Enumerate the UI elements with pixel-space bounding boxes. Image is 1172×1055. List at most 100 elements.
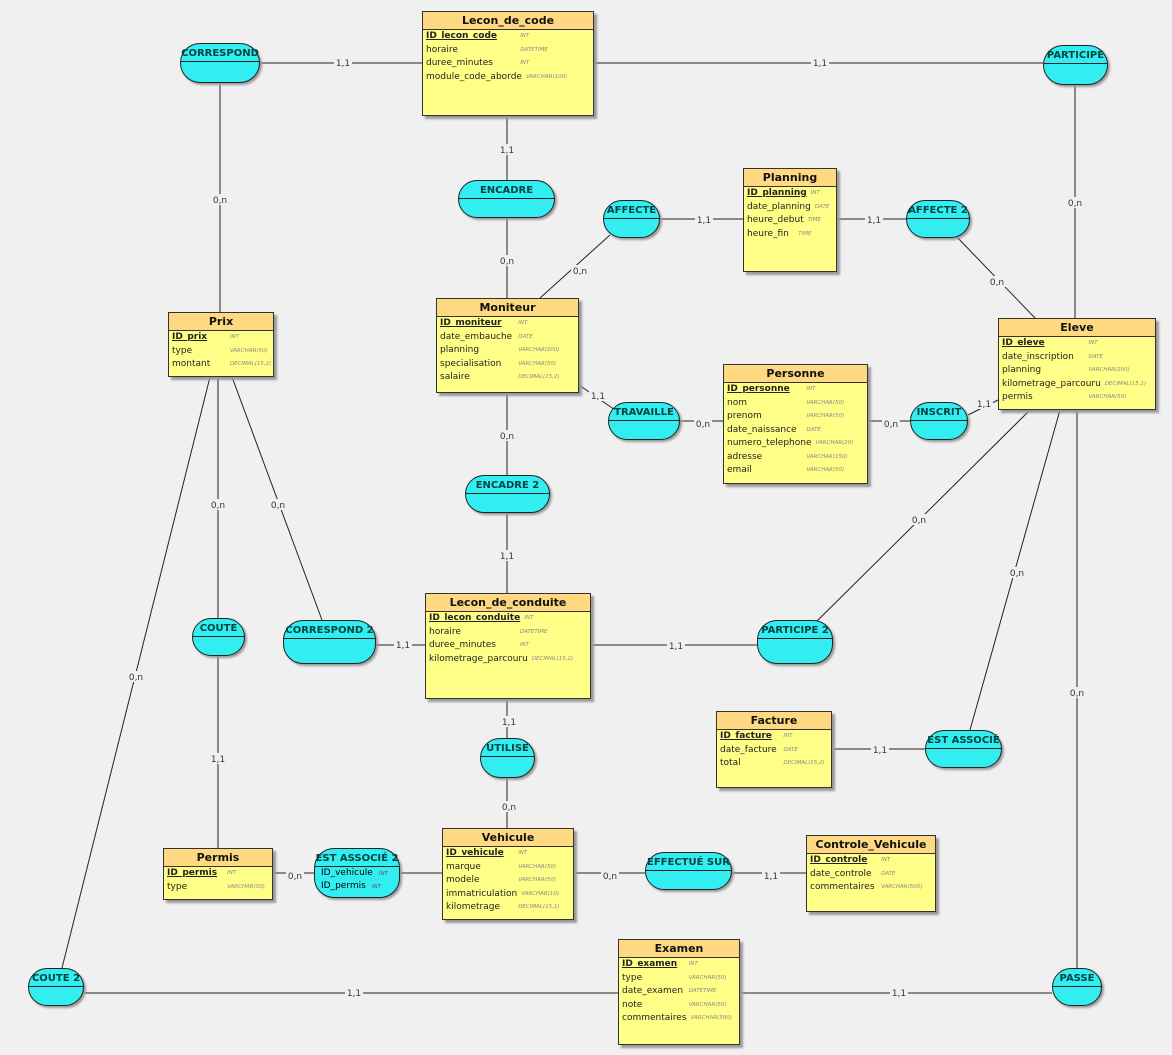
entity-title: Permis	[164, 849, 272, 867]
cardinality-bg	[1066, 197, 1084, 208]
cardinality-bg	[209, 499, 227, 510]
cardinality-label: 0,n	[884, 420, 898, 430]
attribute-name: nom	[727, 397, 747, 408]
cardinality-label: 0,n	[288, 872, 302, 882]
association-title: CORRESPOND 2	[284, 621, 375, 639]
cardinality-label: 0,n	[1068, 199, 1082, 209]
association-participe[interactable]: PARTICIPE	[1043, 45, 1108, 85]
attribute-name: ID_examen	[622, 959, 678, 969]
association-title: EFFECTUÉ SUR	[646, 853, 731, 871]
attribute-type: DECIMAL(15,2)	[518, 374, 560, 380]
association-title: AFFECTE 2	[907, 201, 969, 219]
association-est-associ-[interactable]: EST ASSOCIÉ	[925, 730, 1002, 768]
entity-title: Planning	[744, 169, 836, 187]
attribute-type: VARCHAR(50)	[688, 974, 727, 981]
association-effectu-sur[interactable]: EFFECTUÉ SUR	[645, 852, 732, 890]
attribute-type: DATE	[881, 870, 896, 877]
attribute-name: date_examen	[622, 986, 684, 996]
attribute-name: montant	[172, 359, 211, 369]
association-encadre[interactable]: ENCADRE	[458, 180, 555, 218]
entity-title: Personne	[724, 365, 867, 383]
association-correspond-2[interactable]: CORRESPOND 2	[283, 620, 376, 664]
attribute-type: INT	[519, 642, 529, 648]
entity-title: Lecon_de_code	[423, 12, 593, 30]
attribute-type: VARCHAR(10)	[521, 890, 560, 897]
cardinality-bg	[498, 430, 516, 441]
association-inscrit[interactable]: INSCRIT	[910, 402, 968, 440]
cardinality-bg	[1008, 567, 1026, 578]
association-correspond[interactable]: CORRESPOND	[180, 43, 260, 83]
association-utilise[interactable]: UTILISE	[480, 738, 535, 778]
attribute-type: DECIMAL(15,2)	[783, 760, 825, 766]
attribute-type: DATE	[518, 333, 533, 340]
association-travaille[interactable]: TRAVAILLE	[608, 402, 680, 440]
cardinality-bg	[694, 418, 712, 429]
association-title: EST ASSOCIÉ	[926, 731, 1001, 749]
association-title: EST ASSOCIÉ 2	[315, 849, 399, 867]
association-title: PARTICIPE 2	[758, 621, 832, 639]
association-coute-2[interactable]: COUTE 2	[28, 968, 84, 1006]
cardinality-label: 0,n	[213, 196, 227, 206]
attribute-name: permis	[1002, 392, 1033, 402]
association-encadre-2[interactable]: ENCADRE 2	[465, 475, 550, 513]
association-title: COUTE	[193, 619, 244, 637]
attribute-type: INT	[1088, 340, 1098, 346]
attribute-type: DATE	[783, 746, 798, 753]
cardinality-label: 0,n	[271, 501, 285, 511]
cardinality-label: 0,n	[211, 501, 225, 511]
cardinality-bg	[394, 639, 412, 650]
attribute-type: DATETIME	[520, 46, 548, 53]
cardinality-label: 0,n	[129, 673, 143, 683]
attribute-type: DECIMAL(15,2)	[531, 655, 574, 662]
cardinality-bg	[498, 550, 516, 561]
association-coute[interactable]: COUTE	[192, 618, 245, 656]
attribute-type: VARCHAR(50)	[518, 360, 557, 367]
cardinality-label: 0,n	[1010, 569, 1024, 579]
cardinality-label: 1,1	[813, 59, 827, 69]
attribute-name: total	[720, 758, 741, 768]
attribute-type: VARCHAR(50)	[688, 1001, 727, 1008]
cardinality-bg	[589, 390, 607, 401]
cardinality-label: 1,1	[867, 216, 881, 226]
attribute-name: date_controle	[810, 868, 872, 879]
cardinality-bg	[286, 870, 304, 881]
cardinality-label: 0,n	[502, 803, 516, 813]
attribute-type: VARCHAR(50)	[806, 399, 845, 406]
association-affecte[interactable]: AFFECTE	[603, 200, 660, 238]
attribute: date_controle DATE	[807, 868, 935, 882]
cardinality-bg	[882, 418, 900, 429]
entity-title: Facture	[717, 712, 831, 730]
association-passe[interactable]: PASSE	[1052, 968, 1102, 1006]
cardinality-label: 0,n	[603, 872, 617, 882]
association-participe-2[interactable]: PARTICIPE 2	[757, 620, 833, 664]
attribute-name: heure_fin	[747, 228, 789, 239]
cardinality-bg	[695, 214, 713, 225]
association-affecte-2[interactable]: AFFECTE 2	[906, 200, 970, 238]
